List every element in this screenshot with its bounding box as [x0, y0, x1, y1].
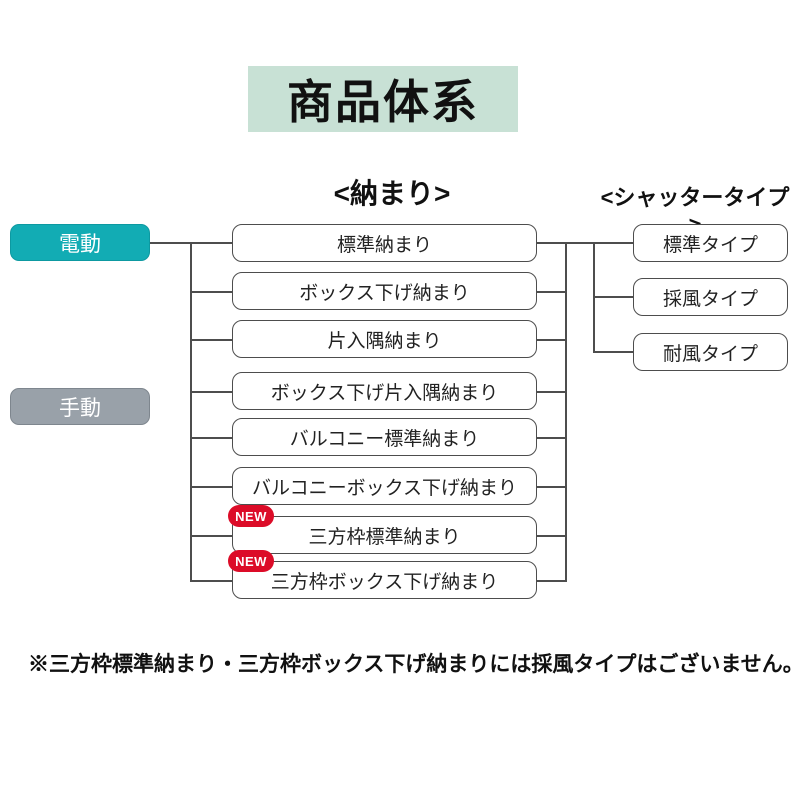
connector-line — [190, 339, 232, 341]
installation-label: バルコニーボックス下げ納まり — [251, 477, 518, 499]
installation-box-standard: 標準納まり — [232, 224, 537, 262]
drive-type-electric: 電動 — [10, 224, 150, 261]
connector-line — [565, 242, 593, 244]
drive-type-manual: 手動 — [10, 388, 150, 425]
new-badge: NEW — [228, 505, 274, 527]
connector-line — [537, 291, 565, 293]
shutter-type-box-wind-resistant: 耐風タイプ — [633, 333, 788, 371]
connector-line — [593, 296, 633, 298]
installation-box-three-side-frame-standard: NEW 三方枠標準納まり — [228, 505, 537, 554]
new-badge: NEW — [228, 550, 274, 572]
connector-line — [190, 535, 232, 537]
installation-box-balcony-box-lowered: バルコニーボックス下げ納まり — [232, 467, 537, 505]
connector-line — [537, 339, 565, 341]
connector-line — [593, 351, 633, 353]
installation-label: 三方枠標準納まり — [308, 526, 461, 548]
connector-line — [537, 437, 565, 439]
installation-label: 片入隅納まり — [327, 330, 442, 352]
installation-box-inside-corner: 片入隅納まり — [232, 320, 537, 358]
installation-label: 三方枠ボックス下げ納まり — [270, 571, 499, 593]
installation-box-three-side-frame-box-lowered: NEW 三方枠ボックス下げ納まり — [228, 550, 537, 599]
shutter-type-box-standard: 標準タイプ — [633, 224, 788, 262]
shutter-type-label: 標準タイプ — [662, 234, 758, 256]
shutter-type-label: 耐風タイプ — [662, 343, 758, 365]
installation-label: バルコニー標準納まり — [289, 428, 480, 450]
installation-label: 標準納まり — [336, 234, 432, 256]
installation-label: ボックス下げ納まり — [299, 282, 470, 304]
connector-line — [565, 242, 567, 582]
connector-line — [537, 486, 565, 488]
connector-line — [537, 391, 565, 393]
connector-line — [190, 291, 232, 293]
connector-line — [190, 242, 232, 244]
installation-column-header: <納まり> — [333, 178, 451, 209]
connector-line — [150, 242, 190, 244]
connector-line — [190, 391, 232, 393]
connector-line — [537, 580, 565, 582]
installation-label: ボックス下げ片入隅納まり — [270, 382, 499, 404]
connector-line — [190, 242, 192, 582]
connector-line — [190, 580, 232, 582]
installation-box-box-lowered-inside-corner: ボックス下げ片入隅納まり — [232, 372, 537, 410]
footnote: ※三方枠標準納まり・三方枠ボックス下げ納まりには採風タイプはございません。 — [28, 653, 800, 676]
connector-line — [593, 242, 633, 244]
connector-line — [190, 486, 232, 488]
page-title: 商品体系 — [248, 66, 518, 132]
shutter-type-label: 採風タイプ — [662, 288, 758, 310]
installation-box-box-lowered: ボックス下げ納まり — [232, 272, 537, 310]
connector-line — [537, 535, 565, 537]
connector-line — [190, 437, 232, 439]
shutter-type-box-ventilation: 採風タイプ — [633, 278, 788, 316]
connector-line — [537, 242, 565, 244]
installation-box-balcony-standard: バルコニー標準納まり — [232, 418, 537, 456]
